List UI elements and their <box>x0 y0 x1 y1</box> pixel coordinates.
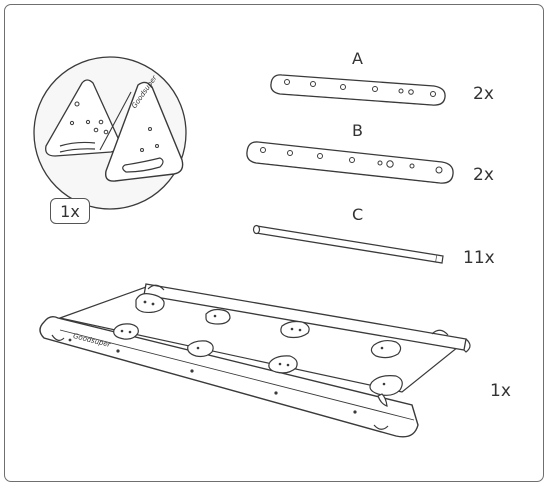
part-a-letter: A <box>352 49 363 68</box>
climbing-board-icon <box>39 283 471 438</box>
part-c-letter: C <box>352 205 364 224</box>
detail-quantity-box: 1x <box>50 198 90 224</box>
rung-dowel-icon <box>252 224 444 264</box>
long-rail-holes <box>260 147 443 174</box>
part-b-letter: B <box>352 121 363 140</box>
short-rail-icon <box>270 74 446 106</box>
part-a-quantity: 2x <box>473 84 494 104</box>
detail-quantity: 1x <box>60 201 80 221</box>
diagram-frame <box>4 4 544 482</box>
long-rail-icon <box>246 141 454 184</box>
part-b-quantity: 2x <box>473 165 494 185</box>
detail-circle <box>33 56 187 210</box>
part-c-quantity: 11x <box>463 248 495 268</box>
triangle-bracket-icon <box>45 79 184 182</box>
base-quantity: 1x <box>490 381 511 401</box>
short-rail-holes <box>284 79 436 97</box>
